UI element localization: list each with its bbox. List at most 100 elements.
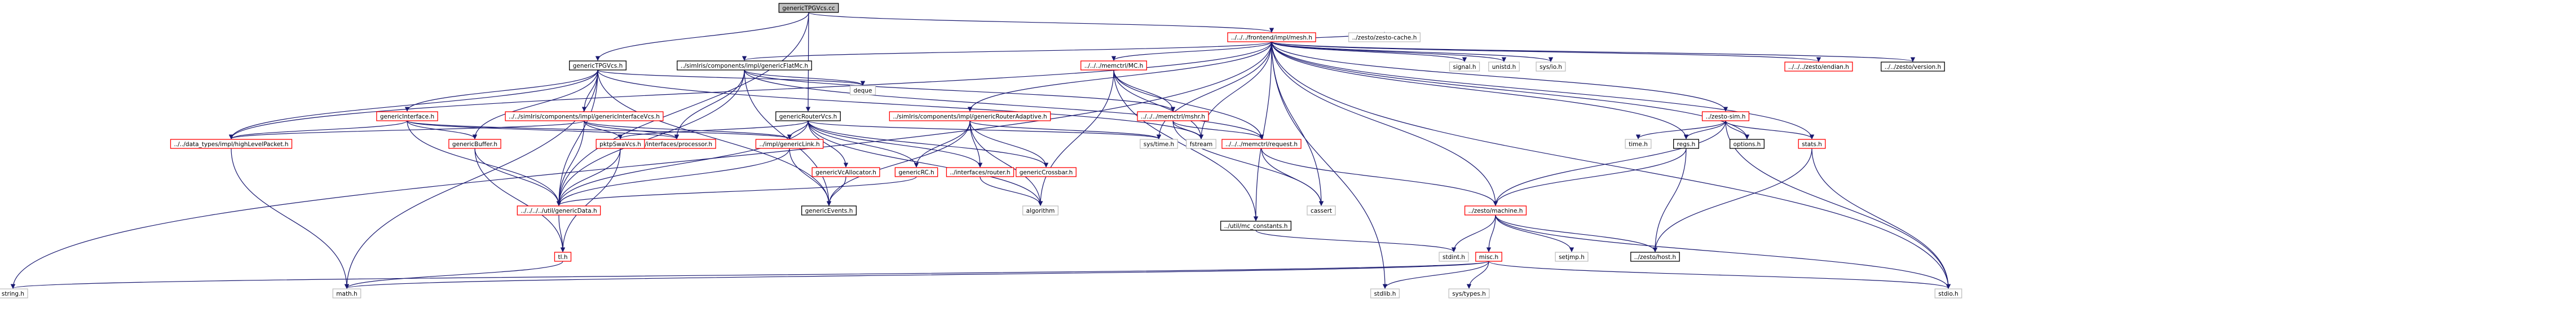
node-label: genericBuffer.h (452, 141, 497, 148)
edge-meshh-to-signal (1271, 41, 1467, 62)
edge-zsim-to-time (1635, 120, 1726, 139)
node-box (448, 139, 501, 149)
node-label: ../util/mc_constants.h (1224, 223, 1288, 230)
node-statsh[interactable]: stats.h (1798, 139, 1826, 149)
node-zcache[interactable]: ../zesto/zesto-cache.h (1348, 32, 1421, 42)
node-algorithm[interactable]: algorithm (1022, 205, 1058, 216)
node-cassert[interactable]: cassert (1307, 205, 1336, 216)
node-gbuffer[interactable]: genericBuffer.h (448, 139, 501, 149)
node-stdlib[interactable]: stdlib.h (1370, 288, 1400, 299)
node-request[interactable]: ../../../memctrl/request.h (1221, 139, 1302, 149)
node-signal[interactable]: signal.h (1449, 62, 1480, 72)
node-gdata[interactable]: ../../../../util/genericData.h (517, 205, 601, 216)
node-glink[interactable]: ../impl/genericLink.h (755, 139, 824, 149)
node-routeradaptive[interactable]: ../simIris/components/impl/genericRouter… (889, 111, 1051, 121)
edge-zsim-to-zmachine (1493, 120, 1726, 206)
node-options[interactable]: options.h (1730, 139, 1765, 149)
edge-request-to-cassert (1261, 148, 1324, 206)
edge-zsim-to-stdio (1725, 120, 1951, 289)
node-label: stdlib.h (1374, 291, 1396, 297)
node-label: math.h (336, 291, 357, 297)
edge-meshh-to-stdlib (1271, 41, 1388, 289)
node-gifvcs[interactable]: ../../simIris/components/impl/genericInt… (505, 111, 664, 121)
node-root[interactable]: genericTPGVcs.cc (778, 3, 839, 13)
node-tlh[interactable]: tl.h (554, 252, 572, 262)
node-zendian[interactable]: ../../../zesto/endian.h (1784, 62, 1853, 72)
edge-routervcs-to-gcrossbar (808, 120, 1049, 168)
edge-routervcs-to-systime (808, 120, 1161, 139)
node-box (1730, 139, 1765, 149)
node-gvcalloc[interactable]: genericVcAllocator.h (811, 167, 880, 177)
edge-meshh-to-gfnc (742, 41, 1272, 61)
node-miscd[interactable]: misc.h (1475, 252, 1502, 262)
node-fstream[interactable]: fstream (1186, 139, 1216, 149)
node-label: genericTPGVcs.h (573, 63, 623, 69)
edge-gfnc-to-gdata (556, 69, 745, 206)
edge-memctrl-to-request (1113, 69, 1264, 139)
node-box (1370, 288, 1400, 299)
node-gcrossbar[interactable]: genericCrossbar.h (1016, 167, 1077, 177)
edge-root-to-tpgvcs (595, 12, 809, 61)
node-deque[interactable]: deque (849, 85, 876, 95)
node-systypes[interactable]: sys/types.h (1448, 288, 1490, 299)
edge-ginterface-to-interfaces (407, 120, 679, 139)
edge-meshh-to-stringh (10, 41, 1272, 289)
node-gfnc[interactable]: ../simIris/components/impl/genericFlatMc… (677, 60, 812, 71)
edge-zsim-to-options (1725, 120, 1750, 139)
node-box (755, 139, 824, 149)
node-mcconst[interactable]: ../util/mc_constants.h (1220, 221, 1292, 231)
node-memctrl[interactable]: ../../../memctrl/MC.h (1080, 60, 1147, 71)
node-mshr[interactable]: ../../../memctrl/mshr.h (1137, 111, 1209, 121)
node-stringh[interactable]: string.h (0, 288, 28, 299)
node-stdint[interactable]: stdint.h (1439, 252, 1469, 262)
node-systime[interactable]: sys/time.h (1140, 139, 1178, 149)
node-time[interactable]: time.h (1625, 139, 1652, 149)
node-meshh[interactable]: ../../../frontend/impl/mesh.h (1227, 32, 1316, 42)
node-zmachine[interactable]: ../zesto/machine.h (1464, 205, 1527, 216)
node-pktswvcs[interactable]: pktpSwaVcs.h (596, 139, 645, 149)
node-label: sys/time.h (1144, 141, 1174, 148)
node-label: misc.h (1479, 254, 1498, 261)
node-label: stats.h (1802, 141, 1822, 148)
node-interfaces[interactable]: ../interfaces/processor.h (637, 139, 716, 149)
node-sysio[interactable]: sys/io.h (1536, 62, 1566, 72)
node-box (677, 60, 812, 71)
node-box (569, 60, 627, 71)
node-label: ../zesto/machine.h (1468, 208, 1523, 214)
node-label: ../../simIris/components/impl/genericInt… (509, 113, 660, 120)
node-label: options.h (1733, 141, 1761, 148)
node-regsh[interactable]: regs.h (1673, 139, 1699, 149)
node-box (1137, 111, 1209, 121)
edge-routervcs-to-glink (787, 120, 809, 139)
edge-gfnc-to-deque (744, 69, 866, 86)
node-grc[interactable]: genericRC.h (894, 167, 938, 177)
edge-routeradaptive-to-grc (914, 120, 971, 168)
node-label: ../../zesto/version.h (1885, 64, 1941, 71)
node-box (801, 205, 857, 216)
edge-mshr-to-request (1172, 120, 1264, 139)
node-stdio[interactable]: stdio.h (1934, 288, 1962, 299)
node-mathh[interactable]: math.h (332, 288, 361, 299)
node-setjmp[interactable]: setjmp.h (1555, 252, 1589, 262)
edge-meshh-to-fstream (1198, 41, 1272, 139)
edge-pktswvcs-to-gdata (556, 148, 621, 206)
node-zsim[interactable]: ../zesto-sim.h (1701, 111, 1750, 121)
node-box (170, 139, 293, 149)
node-unistd[interactable]: unistd.h (1488, 62, 1520, 72)
node-dtypes[interactable]: ../../data_types/impl/highLevelPacket.h (170, 139, 293, 149)
node-box (946, 167, 1014, 177)
node-zhost[interactable]: ../zesto/host.h (1630, 252, 1680, 262)
node-tpgvcs[interactable]: genericTPGVcs.h (569, 60, 627, 71)
node-box (1140, 139, 1178, 149)
node-label: ../impl/genericLink.h (759, 141, 819, 148)
node-gevents[interactable]: genericEvents.h (801, 205, 857, 216)
node-ifrouter[interactable]: ../interfaces/router.h (946, 167, 1014, 177)
node-box (517, 205, 601, 216)
edge-gvcalloc-to-gevents (826, 176, 846, 206)
edge-zmachine-to-zhost (1495, 214, 1658, 252)
edge-gifvcs-to-gdata (556, 120, 585, 206)
node-routervcs[interactable]: genericRouterVcs.h (775, 111, 841, 121)
node-zversion[interactable]: ../../zesto/version.h (1881, 62, 1945, 72)
node-ginterface[interactable]: genericInterface.h (376, 111, 438, 121)
node-box (894, 167, 938, 177)
